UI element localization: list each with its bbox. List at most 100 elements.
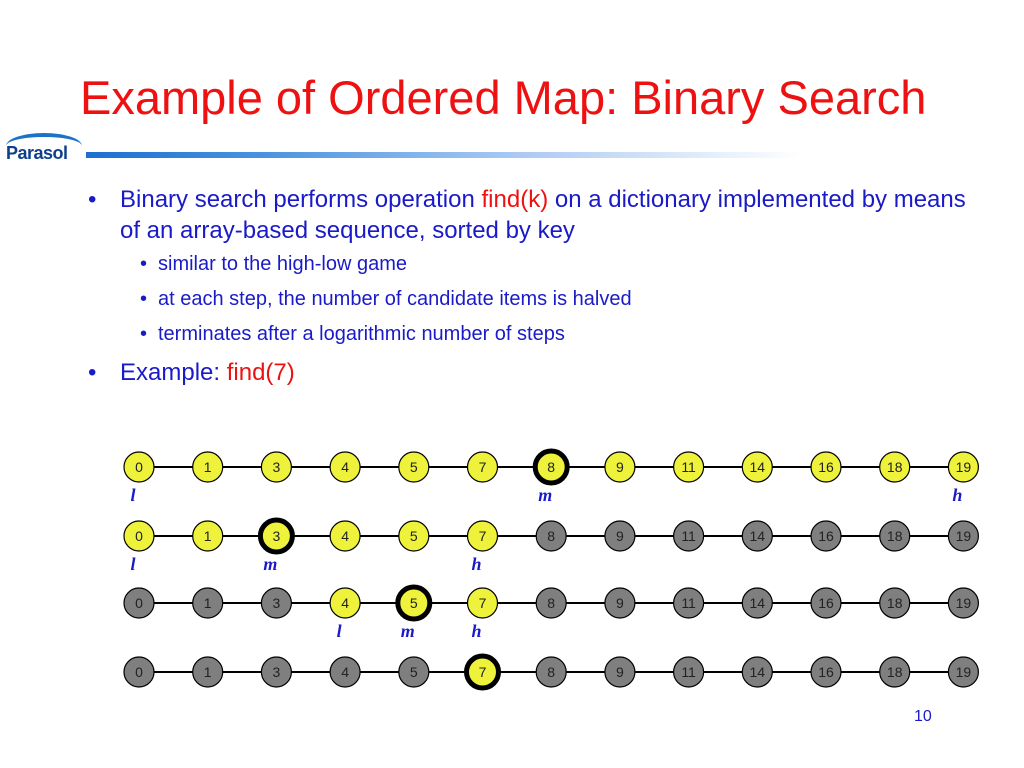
slide-title: Example of Ordered Map: Binary Search [80, 71, 927, 124]
bullet-dot: • [88, 186, 97, 213]
node-key-label: 19 [956, 664, 972, 680]
node-key-label: 7 [479, 664, 487, 680]
node-key-label: 16 [818, 664, 834, 680]
node-key-label: 3 [273, 595, 281, 611]
node-key-label: 0 [135, 664, 143, 680]
node-key-label: 9 [616, 664, 624, 680]
node-key-label: 16 [818, 595, 834, 611]
node-key-label: 14 [750, 595, 766, 611]
node-circle [535, 520, 567, 552]
node-key-label: 4 [341, 595, 349, 611]
node-circle [947, 520, 980, 552]
bullet-dot: • [88, 359, 97, 386]
bullet-highlight-find-k: find(k) [481, 186, 549, 213]
node-key-label: 7 [479, 528, 487, 544]
pointer-label-l: l [130, 485, 135, 505]
node-circle [260, 587, 292, 619]
bullet-list: • Binary search performs operation find(k… [88, 184, 988, 394]
node-circle [879, 451, 911, 483]
pointer-label-h: h [471, 554, 481, 574]
node-circle-highlighted [532, 448, 570, 486]
pointer-label-h: h [471, 621, 481, 641]
node-key-label: 11 [681, 664, 696, 680]
node-circle [947, 451, 980, 483]
parasol-logo: Parasol [4, 133, 88, 173]
node-key-label: 18 [887, 664, 903, 680]
node-circle-highlighted [395, 584, 433, 622]
node-circle [123, 520, 155, 552]
node-key-label: 11 [681, 528, 696, 544]
logo-arc-icon [6, 133, 82, 159]
node-circle [535, 587, 567, 619]
node-key-label: 16 [818, 528, 834, 544]
pointer-label-m: m [401, 621, 415, 641]
node-key-label: 14 [750, 664, 766, 680]
logo-text: Parasol [6, 143, 68, 163]
pointer-label-l: l [130, 554, 135, 574]
sub-bullet-text: terminates after a logarithmic number of… [158, 323, 565, 345]
node-key-label: 11 [681, 595, 696, 611]
node-circle [192, 451, 224, 483]
node-key-label: 1 [204, 459, 212, 475]
node-circle [398, 656, 430, 688]
node-circle [260, 451, 292, 483]
bullet-text-after: on a dictionary implemented by means of … [120, 186, 966, 244]
bullet-example: • Example: find(7) [88, 357, 988, 388]
node-key-label: 7 [479, 595, 487, 611]
node-circle [672, 587, 705, 619]
node-circle [672, 451, 705, 483]
node-circle [810, 451, 842, 483]
node-circle [535, 656, 567, 688]
node-circle [741, 520, 773, 552]
node-key-label: 3 [273, 459, 281, 475]
node-circle [741, 587, 773, 619]
sub-bullet-text: similar to the high-low game [158, 253, 407, 275]
node-circle [192, 520, 224, 552]
node-key-label: 8 [547, 528, 555, 544]
node-circle [604, 451, 636, 483]
node-key-label: 1 [204, 595, 212, 611]
node-key-label: 3 [273, 664, 281, 680]
node-circle [741, 656, 773, 688]
node-circle [192, 656, 224, 688]
pointer-label-m: m [263, 554, 277, 574]
node-key-label: 5 [410, 459, 418, 475]
node-circle [123, 656, 155, 688]
pointer-label-m: m [538, 485, 552, 505]
node-key-label: 0 [135, 595, 143, 611]
node-circle [947, 656, 980, 688]
bullet-highlight-find-7: find(7) [226, 359, 295, 386]
pointer-label-h: h [952, 485, 962, 505]
node-circle [879, 656, 911, 688]
node-key-label: 19 [956, 528, 972, 544]
node-key-label: 9 [616, 595, 624, 611]
node-key-label: 14 [750, 528, 766, 544]
node-key-label: 8 [547, 664, 555, 680]
node-key-label: 3 [273, 528, 281, 544]
node-circle [672, 656, 705, 688]
node-key-label: 9 [616, 528, 624, 544]
node-circle [879, 587, 911, 619]
node-key-label: 0 [135, 459, 143, 475]
node-circle [879, 520, 911, 552]
bullet-text-before: Binary search performs operation [120, 186, 482, 213]
node-key-label: 19 [956, 459, 972, 475]
node-circle [466, 520, 499, 552]
node-key-label: 14 [750, 459, 766, 475]
node-key-label: 19 [956, 595, 972, 611]
node-circle [604, 656, 636, 688]
title-underline [86, 152, 802, 158]
node-circle [398, 520, 430, 552]
node-circle [466, 587, 499, 619]
node-key-label: 8 [547, 595, 555, 611]
page-number: 10 [914, 708, 932, 725]
node-key-label: 0 [135, 528, 143, 544]
node-key-label: 5 [410, 528, 418, 544]
node-key-label: 1 [204, 664, 212, 680]
bullet-example-text: Example: [120, 359, 227, 386]
node-key-label: 9 [616, 459, 624, 475]
node-circle [810, 656, 842, 688]
